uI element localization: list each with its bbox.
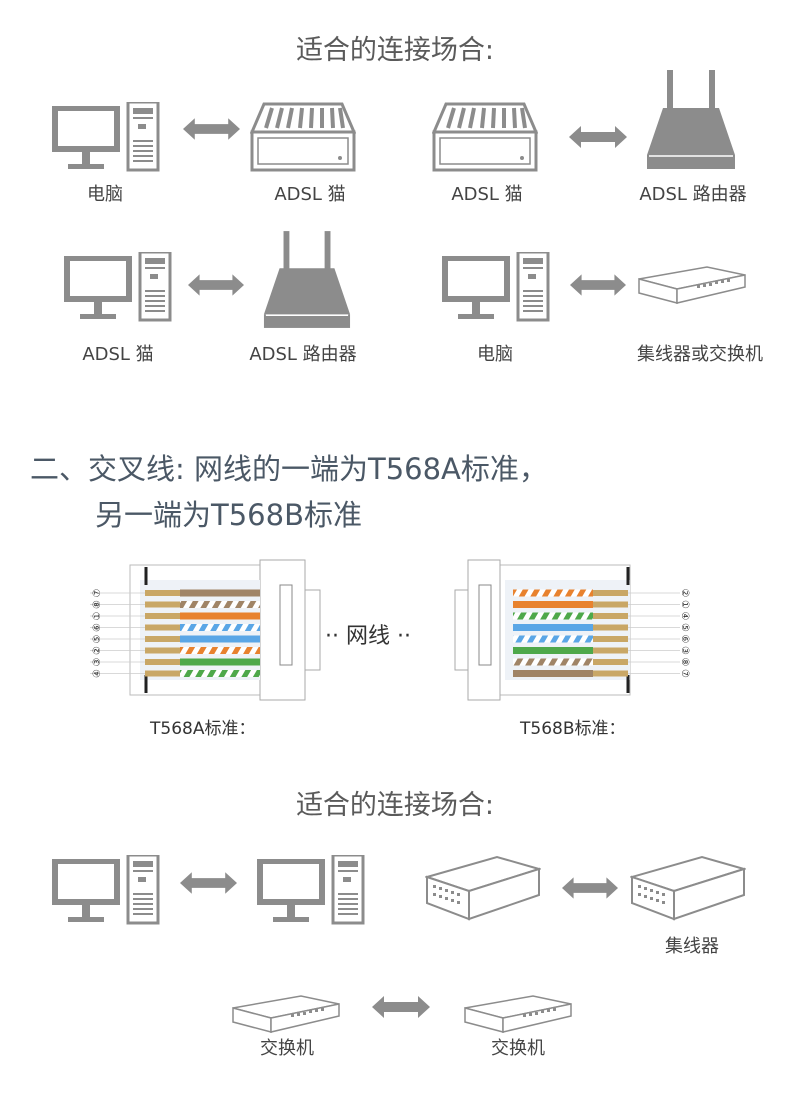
section2-title: 适合的连接场合: [295,790,495,821]
pin-contact [593,670,628,677]
wire-green [513,647,593,654]
pin-number: ⑦ [92,589,103,598]
pin-number: ④ [679,612,690,621]
computer-icon [50,102,160,172]
wire-orange-stripe [513,589,593,597]
section1-title: 适合的连接场合: [295,35,495,66]
pin-number: ⑥ [679,635,690,644]
wire-green-stripe [180,670,260,677]
plug-window [478,584,492,666]
pin-contact [593,636,628,642]
wire-blue-stripe [180,624,260,631]
pin-contact [593,601,628,608]
wire-green [180,658,260,666]
pin-number: ⑤ [92,635,103,644]
t568b-label: T568B标准： [520,719,626,739]
wire-brown-stripe [180,601,260,608]
device-label: ADSL 猫 [82,344,154,365]
pin-contact [145,636,180,642]
pin-number: ② [92,646,103,655]
hub-label: 集线器 [665,936,719,957]
wire-brown [180,589,260,597]
pin-number: ⑧ [92,600,103,609]
rj45-connector-diagram: ⑦ ⑧ ① ⑥ ⑤ ② ③ ④ ② ① ④ ⑤ ⑥ ③ ⑧ ⑦ [90,559,690,701]
double-arrow-icon [188,274,244,296]
pin-contact [145,670,180,677]
crossover-heading-line1: 二、交叉线: 网线的一端为T568A标准， [30,452,548,486]
switch-label: 交换机 [260,1038,314,1059]
cable-label-text: 网线 [345,624,390,649]
pin-number: ② [679,589,690,598]
computer-icon [50,855,160,925]
wire-blue [180,635,260,643]
switch-icon [228,994,344,1034]
double-arrow-icon [180,872,237,894]
device-label: ADSL 猫 [274,184,346,205]
pin-contact [593,659,628,665]
pin-contact [145,601,180,608]
pin-number: ③ [679,646,690,655]
device-label: 集线器或交换机 [637,344,763,365]
pin-number: ⑧ [679,658,690,667]
double-arrow-icon [183,118,240,140]
switch-icon [460,994,576,1034]
pin-number: ① [679,600,690,609]
device-label: ADSL 路由器 [249,344,357,365]
hub-icon [630,855,746,921]
device-label: 电脑 [477,344,513,365]
device-label: 电脑 [87,184,123,205]
pin-number: ① [92,612,103,621]
switch-label: 交换机 [491,1038,545,1059]
double-arrow-icon [570,274,626,296]
double-arrow-icon [562,877,618,899]
pin-contact [145,590,180,596]
device-label: ADSL 路由器 [639,184,747,205]
computer-icon [440,252,550,322]
wire-green-stripe [513,612,593,620]
double-arrow-icon [568,126,628,148]
router-icon [645,70,737,170]
router-icon [262,230,352,330]
plug-window [279,584,293,666]
wire-brown [513,670,593,677]
pin-contact [145,613,180,619]
t568a-label: T568A标准： [150,719,256,739]
pin-contact [593,647,628,654]
wire-orange [513,601,593,608]
wire-orange [180,612,260,620]
pin-contact [145,624,180,631]
computer-icon [255,855,365,925]
plug-latch-tab [304,589,321,671]
pin-contact [593,624,628,631]
device-label: ADSL 猫 [451,184,523,205]
plug-latch-tab [454,589,469,671]
pin-contact [145,659,180,665]
crossover-heading-line2: 另一端为T568B标准 [95,498,362,532]
pin-contact [593,590,628,596]
pin-number: ④ [92,669,103,678]
pin-number: ⑥ [92,623,103,632]
pin-contact [593,613,628,619]
modem-icon [250,102,356,172]
double-arrow-icon [372,996,430,1018]
cable-label: ·· 网线 ·· [325,624,411,649]
pin-contact [145,647,180,654]
pin-number: ③ [92,658,103,667]
modem-icon [432,102,538,172]
switch-icon [637,265,747,305]
computer-icon [62,252,172,322]
pin-number: ⑤ [679,623,690,632]
wire-blue [513,624,593,631]
wire-brown-stripe [513,658,593,666]
wire-orange-stripe [180,647,260,654]
wire-blue-stripe [513,635,593,643]
hub-icon [425,855,541,921]
pin-number: ⑦ [679,669,690,678]
